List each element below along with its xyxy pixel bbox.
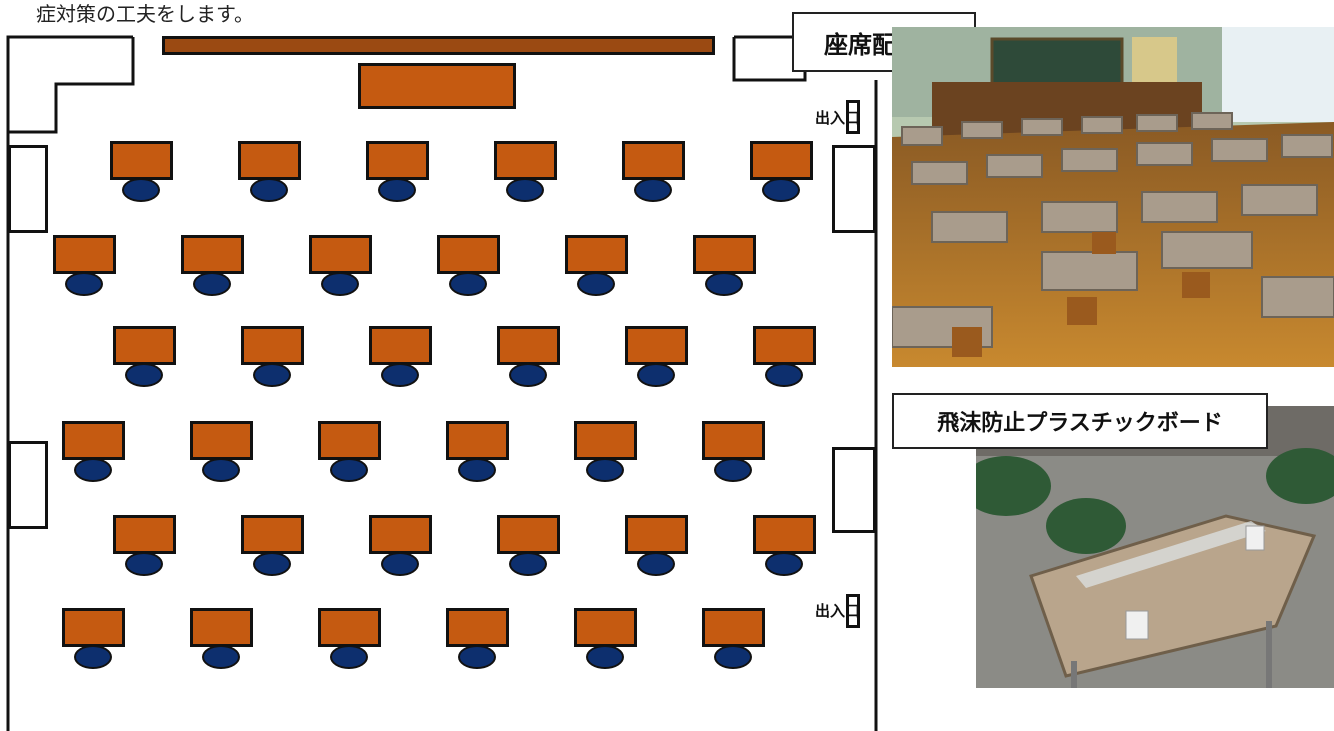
student-chair	[125, 552, 163, 576]
student-desk	[241, 326, 304, 365]
student-desk	[110, 141, 173, 180]
student-chair	[449, 272, 487, 296]
student-chair	[705, 272, 743, 296]
student-desk	[241, 515, 304, 554]
student-chair	[253, 363, 291, 387]
intro-text: 症対策の工夫をします。	[36, 2, 254, 26]
student-desk	[318, 421, 381, 460]
student-desk	[702, 421, 765, 460]
classroom-desks-photo	[892, 27, 1334, 367]
blackboard	[162, 36, 715, 55]
student-desk	[369, 515, 432, 554]
left-window-2	[8, 441, 48, 529]
student-desk	[625, 326, 688, 365]
student-desk	[753, 515, 816, 554]
student-chair	[586, 645, 624, 669]
student-desk	[622, 141, 685, 180]
student-chair	[378, 178, 416, 202]
student-desk	[113, 326, 176, 365]
student-desk	[62, 608, 125, 647]
student-desk	[574, 608, 637, 647]
student-chair	[65, 272, 103, 296]
student-desk	[497, 326, 560, 365]
student-chair	[381, 363, 419, 387]
student-desk	[494, 141, 557, 180]
student-desk	[181, 235, 244, 274]
student-desk	[53, 235, 116, 274]
student-chair	[74, 458, 112, 482]
left-window-1	[8, 145, 48, 233]
student-chair	[193, 272, 231, 296]
student-desk	[62, 421, 125, 460]
door-label-bottom: 出入口	[815, 602, 861, 620]
student-desk	[369, 326, 432, 365]
student-desk	[190, 608, 253, 647]
student-desk	[238, 141, 301, 180]
student-desk	[437, 235, 500, 274]
student-desk	[446, 421, 509, 460]
student-chair	[125, 363, 163, 387]
student-chair	[577, 272, 615, 296]
student-chair	[714, 458, 752, 482]
student-chair	[253, 552, 291, 576]
student-chair	[714, 645, 752, 669]
right-cabinet-1	[832, 145, 876, 233]
student-chair	[765, 363, 803, 387]
student-desk	[702, 608, 765, 647]
door-bottom-frame	[846, 594, 860, 628]
student-chair	[634, 178, 672, 202]
student-desk	[446, 608, 509, 647]
teacher-desk	[358, 63, 516, 109]
student-chair	[458, 645, 496, 669]
student-chair	[321, 272, 359, 296]
right-cabinet-2	[832, 447, 876, 533]
student-chair	[765, 552, 803, 576]
student-chair	[330, 458, 368, 482]
student-desk	[625, 515, 688, 554]
student-desk	[190, 421, 253, 460]
student-chair	[509, 363, 547, 387]
student-chair	[586, 458, 624, 482]
student-chair	[202, 645, 240, 669]
student-chair	[122, 178, 160, 202]
student-desk	[693, 235, 756, 274]
student-desk	[753, 326, 816, 365]
student-chair	[202, 458, 240, 482]
student-chair	[762, 178, 800, 202]
student-desk	[366, 141, 429, 180]
student-desk	[318, 608, 381, 647]
student-desk	[574, 421, 637, 460]
student-chair	[381, 552, 419, 576]
student-chair	[637, 552, 675, 576]
student-desk	[497, 515, 560, 554]
student-chair	[506, 178, 544, 202]
student-chair	[74, 645, 112, 669]
student-desk	[113, 515, 176, 554]
student-desk	[750, 141, 813, 180]
student-chair	[637, 363, 675, 387]
door-top-frame	[846, 100, 860, 134]
student-chair	[250, 178, 288, 202]
student-chair	[509, 552, 547, 576]
student-chair	[458, 458, 496, 482]
classroom-floor-plan: 出入口 出入口	[6, 35, 878, 731]
student-chair	[330, 645, 368, 669]
door-label-top: 出入口	[815, 109, 861, 127]
student-desk	[309, 235, 372, 274]
student-desk	[565, 235, 628, 274]
shield-label: 飛沫防止プラスチックボード	[892, 393, 1268, 449]
